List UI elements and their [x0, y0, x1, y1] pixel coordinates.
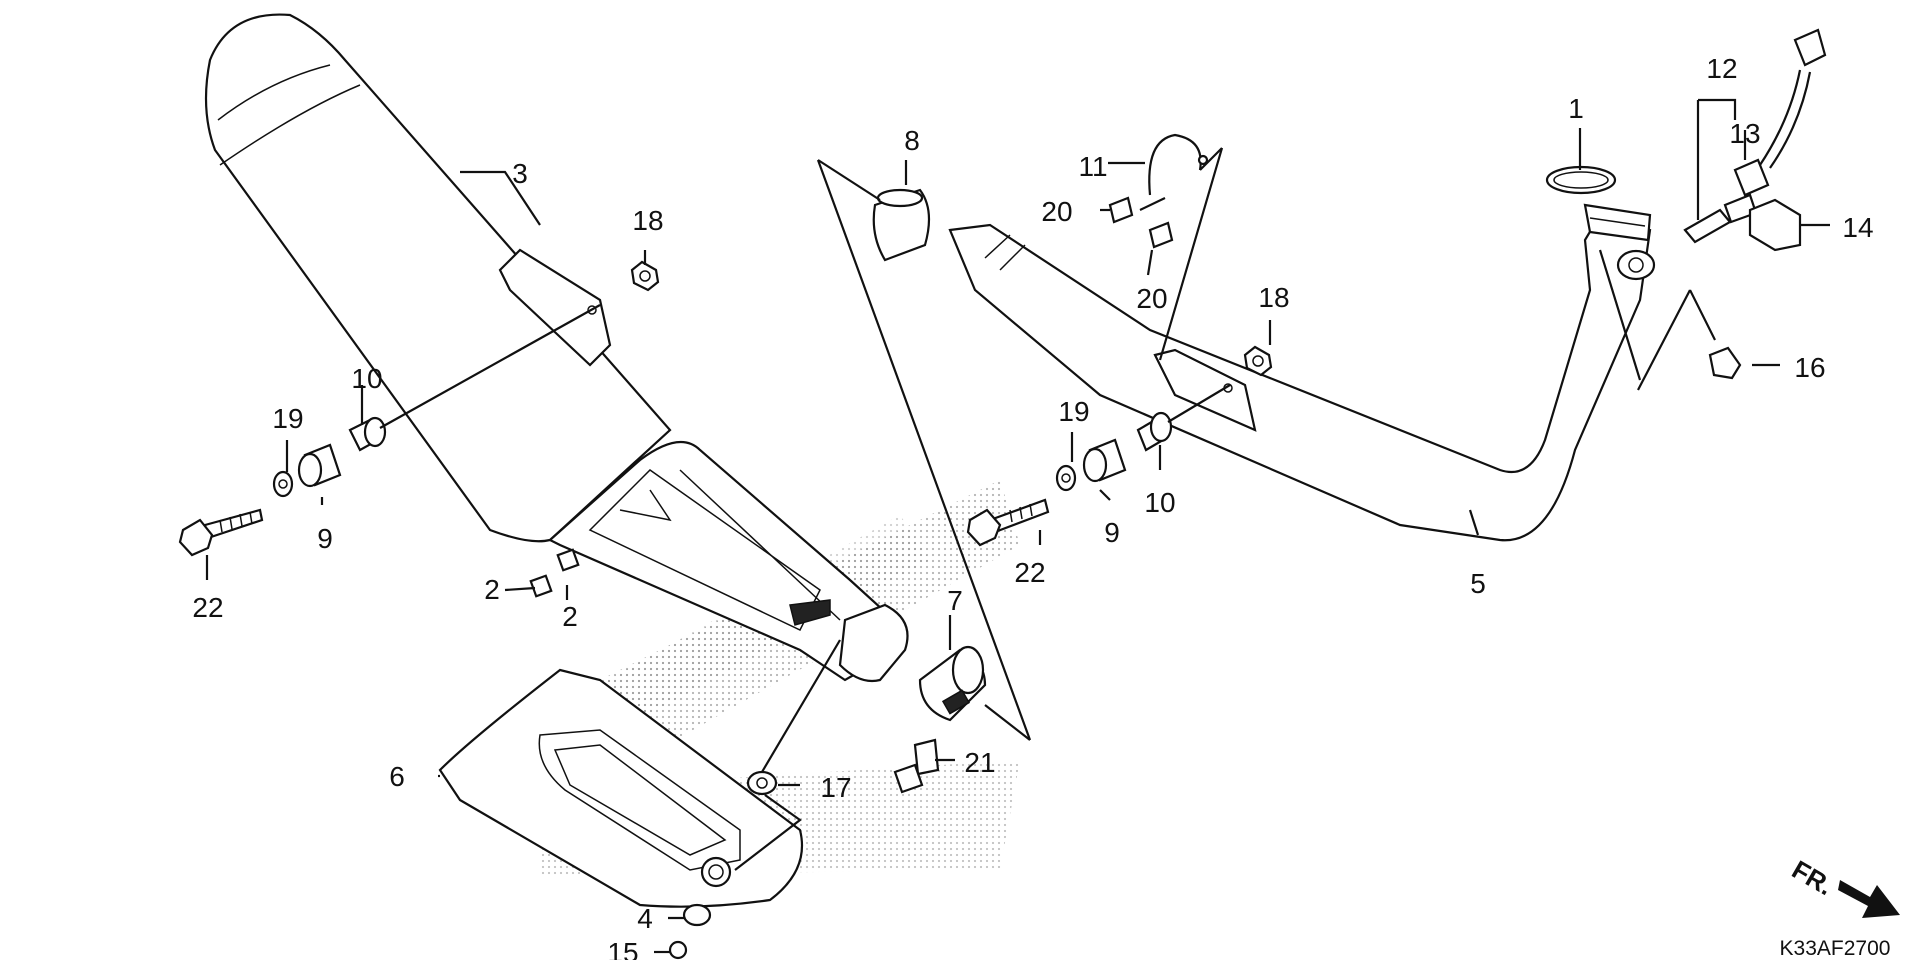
callout-15: 15	[607, 937, 638, 960]
callout-14: 14	[1842, 212, 1873, 243]
callout-19a: 19	[272, 403, 303, 434]
callout-1: 1	[1568, 93, 1584, 124]
drawing-code: K33AF2700	[1780, 937, 1891, 960]
callout-labels: 1 2 2 3 4 5 6 7 8 9 9 10 10 11 12 13 14 …	[192, 53, 1873, 960]
callout-20b: 20	[1136, 283, 1167, 314]
front-arrow-icon	[1838, 880, 1900, 918]
exhaust-pipe-part	[948, 203, 1656, 542]
callout-11: 11	[1078, 151, 1107, 182]
callout-6: 6	[389, 761, 405, 792]
callout-18b: 18	[1258, 282, 1289, 313]
callout-13: 13	[1729, 118, 1760, 149]
callout-10a: 10	[351, 363, 382, 394]
leader-lines	[205, 98, 1830, 954]
front-label: FR.	[1787, 854, 1838, 901]
callout-16: 16	[1794, 352, 1825, 383]
callout-18a: 18	[632, 205, 663, 236]
callout-22b: 22	[1014, 557, 1045, 588]
callout-17: 17	[820, 772, 851, 803]
callout-22a: 22	[192, 592, 223, 623]
callout-4: 4	[637, 903, 653, 934]
callout-5: 5	[1470, 568, 1486, 599]
callout-12: 12	[1706, 53, 1737, 84]
callout-2b: 2	[562, 601, 578, 632]
collar-part	[872, 188, 931, 262]
front-direction-indicator: FR.	[1787, 854, 1900, 918]
callout-21: 21	[964, 747, 995, 778]
callout-20a: 20	[1041, 196, 1072, 227]
callout-9a: 9	[317, 523, 333, 554]
protector-part	[438, 668, 804, 908]
gasket-part	[1545, 165, 1617, 195]
callout-10b: 10	[1144, 487, 1175, 518]
callout-9b: 9	[1104, 517, 1120, 548]
callout-3: 3	[512, 158, 528, 189]
callout-7: 7	[947, 585, 963, 616]
callout-8: 8	[904, 125, 920, 156]
callout-19b: 19	[1058, 396, 1089, 427]
clamp-part	[918, 645, 987, 722]
muffler-part	[204, 13, 909, 683]
callout-2a: 2	[484, 574, 500, 605]
